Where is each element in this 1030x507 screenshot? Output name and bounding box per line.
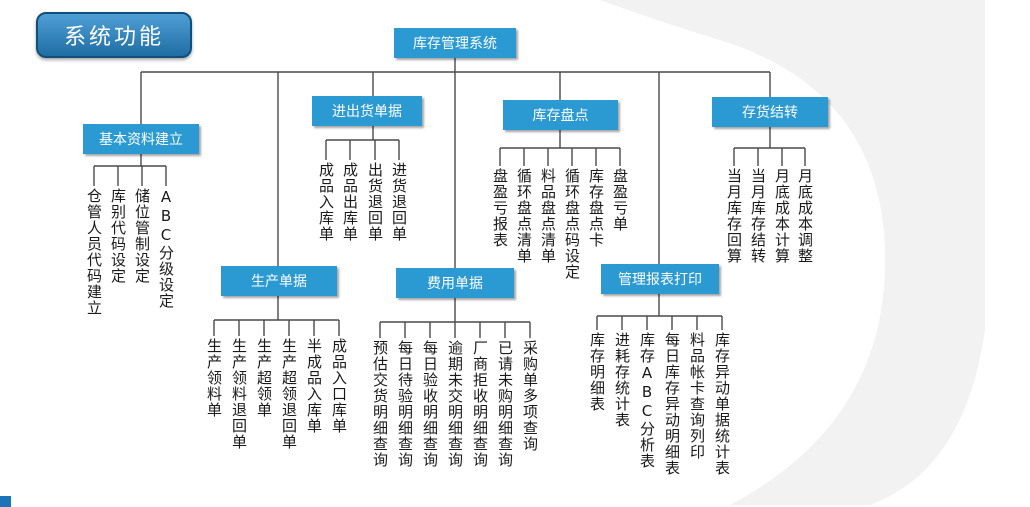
leaf-stocktake-2: 循环盘点清单: [515, 168, 533, 264]
leaf-stocktake-4: 循环盘点码设定: [563, 168, 581, 280]
leaf-expense-2: 每日待验明细查询: [396, 340, 414, 468]
leaf-carry-4: 月底成本调整: [796, 168, 814, 264]
leaf-production-6: 成品入口库单: [330, 338, 348, 434]
leaf-basic-4: ABC分级设定: [157, 188, 175, 309]
leaf-stocktake-6: 盘盈亏单: [611, 168, 629, 232]
leaf-production-1: 生产领料单: [205, 338, 223, 418]
corner-accent: [0, 496, 11, 507]
node-basic-data: 基本资料建立: [83, 124, 199, 154]
node-root: 库存管理系统: [394, 28, 516, 58]
leaf-report-4: 每日库存异动明细表: [663, 332, 681, 476]
node-carry-over: 存货结转: [712, 97, 828, 127]
section-badge: 系统功能: [36, 12, 192, 58]
leaf-expense-5: 厂商拒收明细查询: [471, 340, 489, 468]
node-production-docs: 生产单据: [221, 266, 337, 296]
node-expense-docs: 费用单据: [396, 268, 514, 298]
leaf-production-5: 半成品入库单: [305, 338, 323, 434]
leaf-report-6: 库存异动单据统计表: [713, 332, 731, 476]
leaf-production-2: 生产领料退回单: [230, 338, 248, 450]
leaf-expense-3: 每日验收明细查询: [421, 340, 439, 468]
node-report-print: 管理报表打印: [601, 264, 719, 294]
leaf-report-5: 料品帐卡查询列印: [688, 332, 706, 460]
leaf-expense-7: 采购单多项查询: [521, 340, 539, 452]
leaf-basic-2: 库别代码设定: [109, 188, 127, 284]
leaf-production-4: 生产超领退回单: [280, 338, 298, 450]
leaf-expense-1: 预估交货明细查询: [371, 340, 389, 468]
leaf-stocktake-5: 库存盘点卡: [587, 168, 605, 248]
leaf-expense-4: 逾期未交明细查询: [446, 340, 464, 468]
leaf-inout-1: 成品入库单: [317, 162, 335, 242]
leaf-inout-4: 进货退回单: [390, 162, 408, 242]
leaf-production-3: 生产超领单: [255, 338, 273, 418]
leaf-report-3: 库存ABC分析表: [638, 332, 656, 469]
leaf-carry-3: 月底成本计算: [773, 168, 791, 264]
leaf-stocktake-1: 盘盈亏报表: [491, 168, 509, 248]
leaf-report-2: 进耗存统计表: [613, 332, 631, 428]
leaf-basic-3: 储位管制设定: [133, 188, 151, 284]
node-inout-docs: 进出货单据: [312, 96, 422, 126]
leaf-inout-3: 出货退回单: [366, 162, 384, 242]
leaf-stocktake-3: 料品盘点清单: [539, 168, 557, 264]
leaf-report-1: 库存明细表: [588, 332, 606, 412]
leaf-expense-6: 已请未购明细查询: [496, 340, 514, 468]
node-stocktake: 库存盘点: [503, 100, 618, 130]
leaf-carry-1: 当月库存回算: [725, 168, 743, 264]
leaf-carry-2: 当月库存结转: [749, 168, 767, 264]
leaf-basic-1: 仓管人员代码建立: [85, 188, 103, 316]
leaf-inout-2: 成品出库单: [341, 162, 359, 242]
